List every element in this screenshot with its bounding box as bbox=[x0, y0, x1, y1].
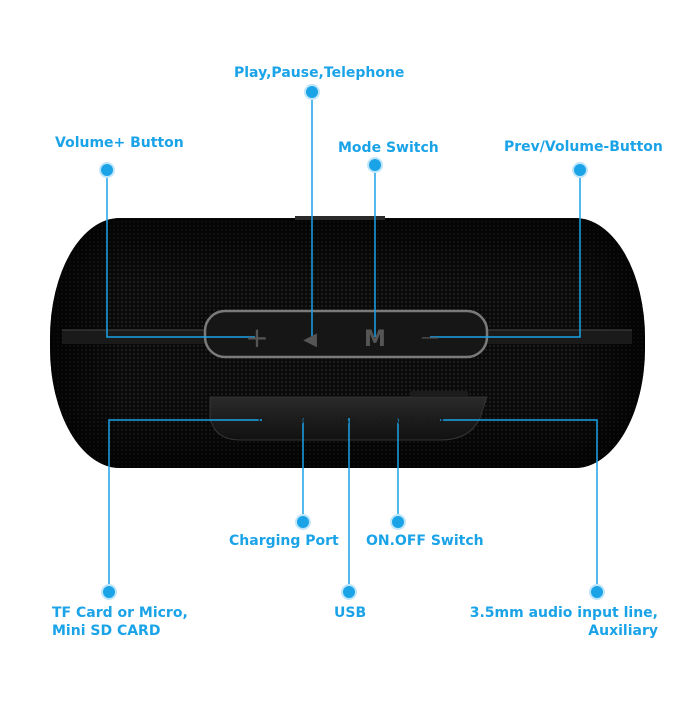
tf-card-callout-line1: TF Card or Micro, bbox=[52, 605, 188, 621]
leader-dots bbox=[99, 84, 605, 600]
aux-callout-line1: 3.5mm audio input line, bbox=[469, 605, 658, 621]
tf-dot bbox=[101, 584, 117, 600]
volume-minus-callout: Prev/Volume-Button bbox=[504, 139, 663, 155]
usb-port-label: USB bbox=[336, 416, 357, 427]
control-panel bbox=[203, 309, 489, 359]
usb-dot bbox=[341, 584, 357, 600]
dc-port-label: DC bbox=[297, 416, 312, 427]
aux-dot bbox=[589, 584, 605, 600]
volume-plus-dot bbox=[99, 162, 115, 178]
off-label: OFF bbox=[396, 416, 416, 427]
mode-button[interactable]: M bbox=[364, 327, 386, 352]
dc-dot bbox=[295, 514, 311, 530]
mode-dot bbox=[367, 157, 383, 173]
aux-callout: 3.5mm audio input line, Auxiliary bbox=[470, 604, 658, 640]
usb-callout: USB bbox=[334, 605, 367, 621]
mode-switch-callout: Mode Switch bbox=[338, 140, 439, 156]
on-label: ON bbox=[376, 416, 391, 427]
play-pause-button[interactable]: ◀ bbox=[303, 329, 317, 350]
aux-callout-line2: Auxiliary bbox=[588, 623, 658, 639]
volume-plus-button[interactable]: + bbox=[245, 321, 268, 354]
control-buttons: + ◀ M — bbox=[245, 321, 439, 354]
volume-plus-leader bbox=[106, 170, 255, 338]
volume-minus-button[interactable]: — bbox=[421, 327, 439, 348]
leader-lines bbox=[106, 92, 598, 592]
tf-card-callout-line2: Mini SD CARD bbox=[52, 623, 161, 639]
on-off-switch-callout: ON.OFF Switch bbox=[366, 533, 484, 549]
tf-card-callout: TF Card or Micro, Mini SD CARD bbox=[52, 604, 188, 640]
volume-minus-dot bbox=[572, 162, 588, 178]
aux-leader bbox=[440, 419, 598, 592]
play-dot bbox=[304, 84, 320, 100]
onoff-dot bbox=[390, 514, 406, 530]
port-labels: TF DC USB ON OFF AUX bbox=[255, 416, 446, 427]
aux-port-label: AUX bbox=[424, 416, 445, 427]
volume-minus-leader bbox=[430, 170, 581, 338]
tf-leader bbox=[108, 419, 262, 592]
play-pause-telephone-callout: Play,Pause,Telephone bbox=[234, 65, 405, 81]
volume-plus-callout: Volume+ Button bbox=[55, 135, 184, 151]
charging-port-callout: Charging Port bbox=[229, 533, 339, 549]
tf-slot-label: TF bbox=[255, 416, 268, 427]
